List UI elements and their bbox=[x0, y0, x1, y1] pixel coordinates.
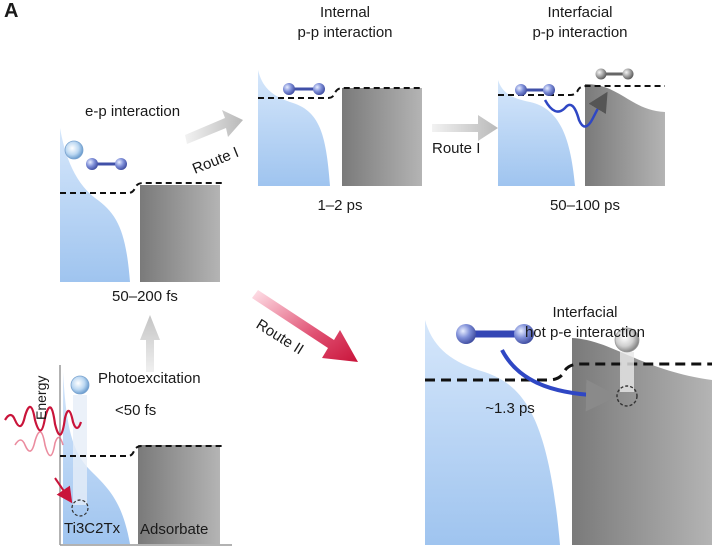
route1-arrow-b bbox=[432, 115, 498, 141]
route2-arrow bbox=[252, 290, 358, 362]
panel-letter: A bbox=[4, 0, 19, 22]
atom-int-2 bbox=[313, 83, 325, 95]
hot-hole bbox=[616, 385, 638, 407]
adsorbate-hotpe bbox=[572, 338, 712, 545]
hot-electron bbox=[70, 375, 90, 395]
label-material: Ti3C2Tx bbox=[64, 520, 121, 537]
label-interfacial-2: p-p interaction bbox=[532, 24, 628, 41]
ejected-electron bbox=[614, 327, 640, 353]
ejection-beam bbox=[620, 352, 634, 392]
fermi-ep bbox=[60, 182, 222, 194]
atom-hp-1 bbox=[456, 324, 476, 344]
route1-label-b: Route I bbox=[432, 140, 481, 157]
atom-hp-2 bbox=[514, 324, 534, 344]
route1-arrow-a bbox=[185, 110, 243, 144]
label-ep: e-p interaction bbox=[85, 103, 181, 120]
label-interfacial-1: Interfacial bbox=[547, 4, 613, 21]
fermi-level bbox=[60, 445, 222, 457]
time-internal: 1–2 ps bbox=[317, 197, 363, 214]
atom-if-1 bbox=[515, 84, 527, 96]
adsorbate-internal bbox=[342, 88, 422, 186]
label-internal-1: Internal bbox=[319, 4, 371, 21]
photon-wave bbox=[4, 405, 83, 436]
atom-if-2 bbox=[543, 84, 555, 96]
electron-ep bbox=[64, 140, 84, 160]
atom-ep-1 bbox=[86, 158, 98, 170]
atom-ep-2 bbox=[115, 158, 127, 170]
photon-wave-2 bbox=[14, 431, 64, 457]
up-arrow bbox=[140, 315, 160, 372]
transfer-arrow bbox=[500, 349, 618, 412]
metal-dos-hotpe bbox=[425, 320, 560, 545]
atom-int-1 bbox=[283, 83, 295, 95]
panel-internal bbox=[258, 70, 422, 186]
time-interfacial: 50–100 ps bbox=[549, 197, 621, 214]
label-hotpe-2: hot p-e interaction bbox=[524, 324, 646, 341]
time-ep: 50–200 fs bbox=[112, 288, 178, 305]
panel-interfacial-pp bbox=[498, 68, 665, 186]
photon-arrow bbox=[54, 477, 73, 504]
label-adsorbate: Adsorbate bbox=[140, 521, 209, 538]
phonon-wave bbox=[543, 91, 608, 128]
time-photoexcitation: <50 fs bbox=[115, 402, 157, 419]
panel-ep bbox=[60, 128, 222, 282]
label-hotpe-1: Interfacial bbox=[552, 304, 618, 321]
adsorbate-block bbox=[138, 445, 220, 544]
atom-ads-1 bbox=[595, 68, 607, 80]
adsorbate-ep bbox=[140, 185, 220, 282]
label-internal-2: p-p interaction bbox=[297, 24, 393, 41]
label-photoexcitation: Photoexcitation bbox=[98, 370, 201, 387]
energy-axis-label: Energy bbox=[33, 375, 49, 420]
atom-ads-2 bbox=[622, 68, 634, 80]
panel-photoexcitation bbox=[4, 365, 232, 546]
metal-dos-internal bbox=[258, 70, 330, 186]
fermi-interfacial bbox=[498, 85, 665, 96]
adsorbate-interfacial bbox=[585, 84, 665, 186]
metal-dos-interfacial bbox=[498, 80, 575, 186]
fermi-internal bbox=[258, 87, 422, 99]
time-hotpe: ~1.3 ps bbox=[485, 400, 535, 417]
panel-hot-pe bbox=[425, 320, 712, 545]
hole bbox=[71, 499, 89, 517]
metal-dos-ep bbox=[60, 128, 130, 282]
excitation-beam bbox=[73, 395, 87, 505]
